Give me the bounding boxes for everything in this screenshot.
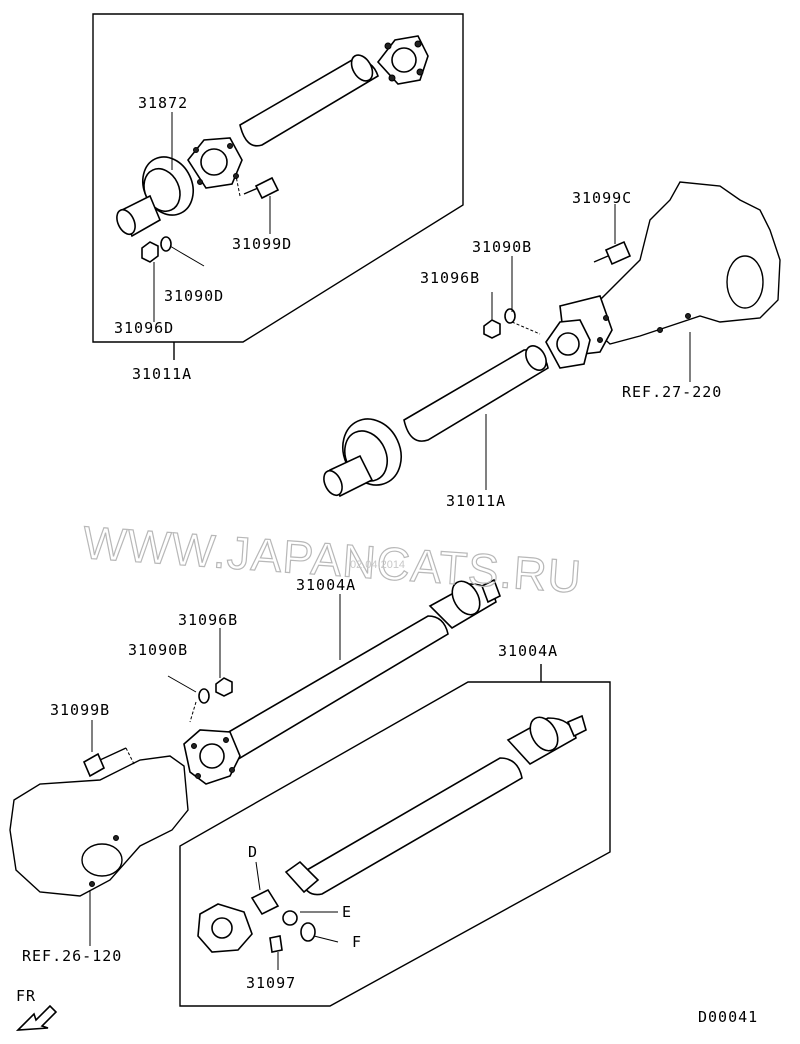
label-31011A-mid[interactable]: 31011A bbox=[446, 492, 506, 510]
label-31090D[interactable]: 31090D bbox=[164, 287, 224, 305]
label-31097[interactable]: 31097 bbox=[246, 974, 296, 992]
label-ref-26-120[interactable]: REF.26-120 bbox=[22, 947, 122, 965]
top-box-shaft bbox=[116, 35, 429, 263]
part-labels: 31872 31099D 31090D 31096D 31011A 31099C… bbox=[16, 94, 758, 1026]
label-31004A-box[interactable]: 31004A bbox=[498, 642, 558, 660]
callout-E[interactable]: E bbox=[342, 903, 352, 921]
diagram-code: D00041 bbox=[698, 1008, 758, 1026]
front-direction-arrow bbox=[15, 1004, 58, 1031]
label-31096D[interactable]: 31096D bbox=[114, 319, 174, 337]
label-31096B-bot[interactable]: 31096B bbox=[178, 611, 238, 629]
label-31011A-top[interactable]: 31011A bbox=[132, 365, 192, 383]
label-fr: FR bbox=[16, 987, 36, 1005]
label-31099C[interactable]: 31099C bbox=[572, 189, 632, 207]
watermark-date-stamp: 02.04.2014 bbox=[350, 559, 405, 571]
label-31090B-top[interactable]: 31090B bbox=[472, 238, 532, 256]
callout-D[interactable]: D bbox=[248, 843, 258, 861]
box-propeller-shaft bbox=[197, 714, 587, 953]
label-31099D[interactable]: 31099D bbox=[232, 235, 292, 253]
callout-F[interactable]: F bbox=[352, 933, 362, 951]
mid-propeller-shaft bbox=[323, 240, 632, 498]
label-31004A-main[interactable]: 31004A bbox=[296, 576, 356, 594]
leader-lines bbox=[89, 112, 691, 970]
mid-transfer-case bbox=[559, 181, 781, 357]
lower-propeller-shaft bbox=[82, 578, 502, 785]
label-31096B-top[interactable]: 31096B bbox=[420, 269, 480, 287]
label-ref-27-220[interactable]: REF.27-220 bbox=[622, 383, 722, 401]
label-31099B[interactable]: 31099B bbox=[50, 701, 110, 719]
lower-detail-box bbox=[179, 664, 611, 1007]
label-31090B-bot[interactable]: 31090B bbox=[128, 641, 188, 659]
top-detail-box bbox=[92, 13, 464, 360]
lower-transmission-case bbox=[9, 755, 189, 897]
label-31872[interactable]: 31872 bbox=[138, 94, 188, 112]
